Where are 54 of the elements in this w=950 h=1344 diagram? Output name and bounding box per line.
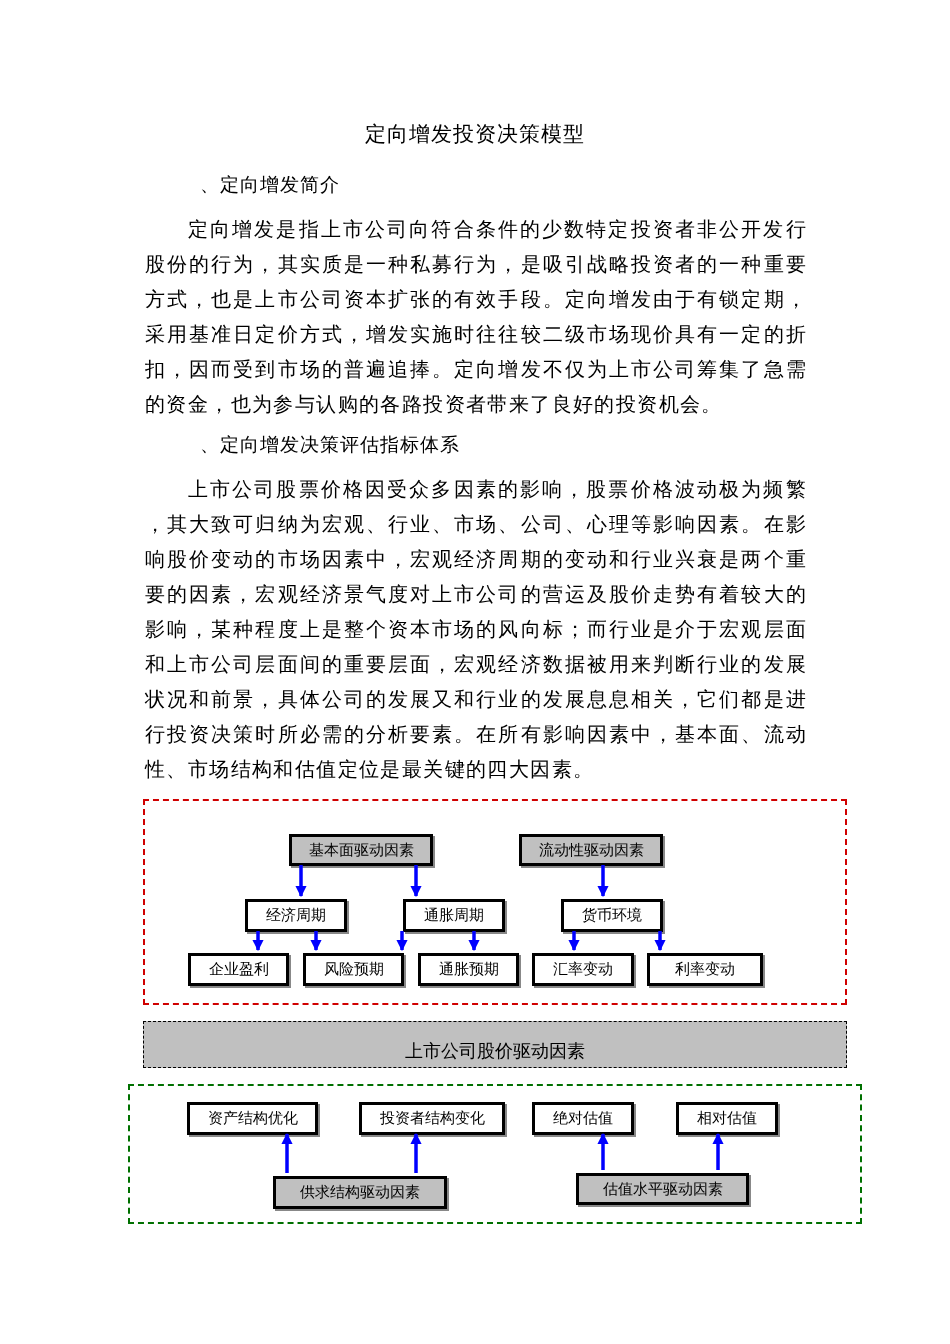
arrow xyxy=(295,865,307,898)
driver-box xyxy=(273,1176,447,1209)
node-label: 基本面驱动因素 xyxy=(308,840,414,860)
node-label: 通胀周期 xyxy=(424,906,484,925)
node-label: 流动性驱动因素 xyxy=(538,840,644,860)
node-label: 通胀预期 xyxy=(438,960,499,979)
node-label: 上市公司股价驱动因素 xyxy=(405,1039,585,1063)
node-label: 供求结构驱动因素 xyxy=(300,1183,420,1202)
factor-box xyxy=(418,953,519,986)
node-label: 资产结构优化 xyxy=(207,1109,298,1128)
driver-box xyxy=(519,834,663,866)
factor-box xyxy=(647,953,763,986)
arrow xyxy=(281,1132,293,1173)
factor-box xyxy=(532,1102,634,1135)
result-band xyxy=(143,1021,847,1068)
arrow xyxy=(712,1132,724,1170)
body-paragraph: 上市公司股票价格因受众多因素的影响，股票价格波动极为频繁，其大致可归纳为宏观、行业、市场、公司、心理等影响因素。在影响股价变动的市场因素中，宏观经济周期的变动和行业兴衰是两个重要的因素，宏观经济景气度对上市公司的营运及股价走势有着较大的影响，某种程度上是整个资本市场的风向标；而行业是介于宏观层面和上市公司层面间的重要层面，宏观经济数据被用来判断行业的发展状况和前景，具体公司的发展又和行业的发展息息相关，它们都是进行投资决策时所必需的分析要素。在所有影响因素中，基本面、流动性、市场结构和估值定位是最关键的四大因素。 xyxy=(145,477,807,783)
node-label: 估值水平驱动因素 xyxy=(602,1179,723,1199)
arrow xyxy=(410,1132,422,1173)
arrow xyxy=(468,931,480,952)
node-label: 风险预期 xyxy=(323,960,384,979)
factor-box xyxy=(187,1102,318,1135)
arrow xyxy=(410,865,422,898)
node-label: 企业盈利 xyxy=(208,960,269,979)
node-label: 经济周期 xyxy=(266,906,326,925)
driver-box xyxy=(289,834,433,866)
node-label: 货币环境 xyxy=(582,906,642,925)
arrow xyxy=(597,1132,609,1170)
node-label: 投资者结构变化 xyxy=(379,1109,485,1128)
node-label: 相对估值 xyxy=(697,1109,757,1128)
arrow xyxy=(396,931,408,952)
arrow xyxy=(597,865,609,898)
node-label: 绝对估值 xyxy=(553,1109,613,1128)
factor-box xyxy=(245,899,347,932)
arrow xyxy=(310,931,322,952)
factor-box xyxy=(403,899,505,932)
body-paragraph: 定向增发是指上市公司向符合条件的少数特定投资者非公开发行股份的行为，其实质是一种私募行为，是吸引战略投资者的一种重要方式，也是上市公司资本扩张的有效手段。定向增发由于有锁定期，采用基准日定价方式，增发实施时往往较二级市场现价具有一定的折扣，因而受到市场的普遍追捧。定向增发不仅为上市公司筹集了急需的资金，也为参与认购的各路投资者带来了良好的投资机会。 xyxy=(145,217,807,418)
page-title: 定向增发投资决策模型 xyxy=(364,121,586,148)
dashed-group-frame xyxy=(143,799,847,1005)
node-label: 利率变动 xyxy=(675,960,735,979)
arrow xyxy=(654,931,666,952)
factor-box xyxy=(303,953,404,986)
arrow xyxy=(252,931,264,952)
factor-box xyxy=(188,953,289,986)
driver-box xyxy=(576,1173,749,1205)
section-heading: 、定向增发简介 xyxy=(200,172,340,197)
node-label: 汇率变动 xyxy=(553,960,613,979)
factor-box xyxy=(561,899,663,932)
dashed-group-frame xyxy=(128,1084,862,1224)
arrow xyxy=(568,931,580,952)
factor-box xyxy=(676,1102,778,1135)
factor-box xyxy=(359,1102,505,1135)
section-heading: 、定向增发决策评估指标体系 xyxy=(200,432,460,457)
factor-box xyxy=(532,953,634,986)
